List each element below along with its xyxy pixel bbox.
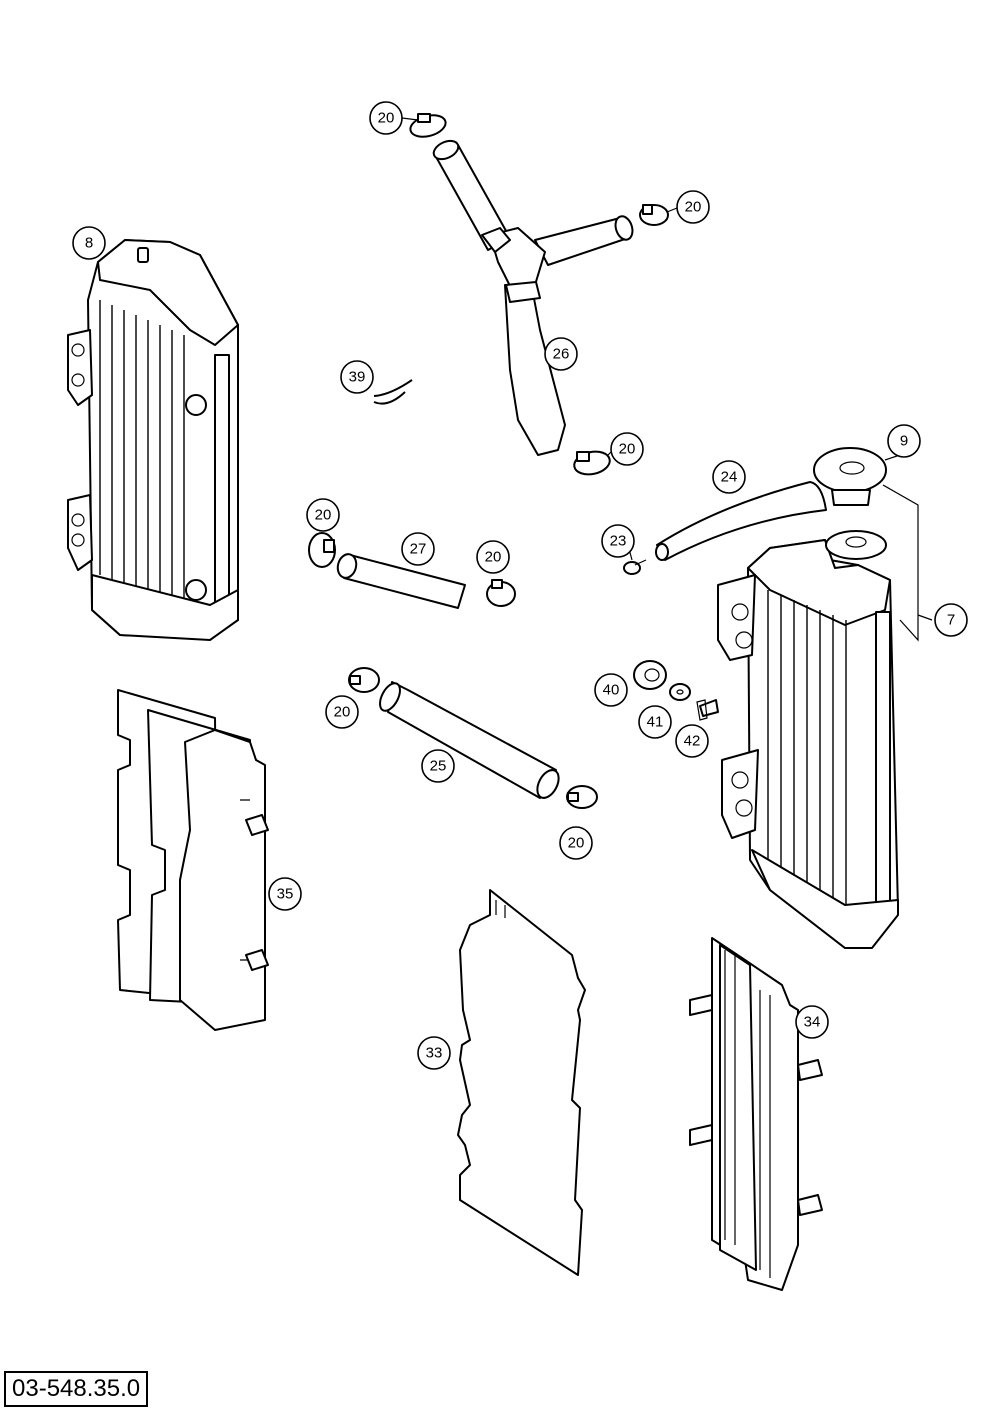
svg-text:20: 20 — [334, 704, 351, 721]
callout-25: 25 — [421, 749, 455, 783]
left-shroud-35 — [117, 689, 269, 1031]
svg-text:20: 20 — [485, 549, 502, 566]
svg-text:23: 23 — [610, 533, 627, 550]
right-radiator — [717, 530, 899, 949]
svg-text:41: 41 — [647, 714, 664, 731]
hose-clamp-right-upper — [639, 204, 669, 226]
svg-text:40: 40 — [603, 682, 620, 699]
hose-clamp-right-27 — [486, 579, 516, 607]
callout-20-left-27: 20 — [306, 498, 340, 532]
callout-20-upper-right: 20 — [676, 190, 710, 224]
callout-7: 7 — [934, 603, 968, 637]
clip-39 — [373, 379, 413, 405]
callout-26: 26 — [544, 337, 578, 371]
callout-8: 8 — [72, 226, 106, 260]
grommet-40 — [633, 660, 667, 690]
svg-text:20: 20 — [619, 441, 636, 458]
grille-33 — [457, 889, 586, 1276]
svg-text:24: 24 — [721, 469, 738, 486]
callout-20-top: 20 — [369, 101, 403, 135]
svg-text:7: 7 — [947, 612, 955, 629]
callout-20-right-27: 20 — [476, 540, 510, 574]
svg-text:20: 20 — [685, 199, 702, 216]
callout-42: 42 — [675, 724, 709, 758]
upper-y-hose — [432, 139, 634, 456]
callout-27: 27 — [401, 532, 435, 566]
radiator-cap-9 — [813, 447, 887, 506]
callout-41: 41 — [638, 705, 672, 739]
callout-35: 35 — [268, 877, 302, 911]
callout-40: 40 — [594, 673, 628, 707]
svg-text:27: 27 — [410, 541, 427, 558]
svg-text:35: 35 — [277, 886, 294, 903]
hose-clamp-left-25 — [348, 667, 380, 693]
svg-text:20: 20 — [315, 507, 332, 524]
callout-20-middle: 20 — [610, 432, 644, 466]
callout-34: 34 — [795, 1005, 829, 1039]
callout-20-left-25: 20 — [325, 695, 359, 729]
svg-text:25: 25 — [430, 758, 447, 775]
document-code-label: 03-548.35.0 — [4, 1371, 149, 1407]
svg-text:8: 8 — [85, 235, 93, 252]
callout-24: 24 — [712, 460, 746, 494]
hose-clamp-23 — [623, 559, 647, 575]
svg-text:34: 34 — [804, 1014, 821, 1031]
left-radiator — [67, 239, 239, 641]
screw-42 — [696, 699, 719, 721]
svg-text:20: 20 — [568, 835, 585, 852]
callout-9: 9 — [887, 424, 921, 458]
svg-text:9: 9 — [900, 433, 908, 450]
right-radiator-fins — [767, 590, 847, 908]
svg-text:33: 33 — [426, 1045, 443, 1062]
callout-39: 39 — [340, 360, 374, 394]
hose-clamp-top — [409, 113, 447, 138]
svg-text:20: 20 — [378, 110, 395, 127]
svg-text:42: 42 — [684, 733, 701, 750]
washer-41 — [669, 683, 691, 701]
hose-clamp-left-27 — [308, 532, 336, 568]
callout-33: 33 — [417, 1036, 451, 1070]
overflow-hose-24 — [655, 481, 827, 561]
hose-clamp-right-25 — [566, 785, 598, 809]
right-shroud-34 — [689, 937, 823, 1291]
svg-text:26: 26 — [553, 346, 570, 363]
callout-23: 23 — [601, 524, 635, 558]
hose-clamp-middle — [573, 450, 611, 476]
hose-27 — [336, 553, 466, 609]
svg-text:39: 39 — [349, 369, 366, 386]
hose-25 — [379, 681, 560, 799]
callout-20-right-25: 20 — [559, 826, 593, 860]
left-radiator-fins — [99, 300, 185, 610]
